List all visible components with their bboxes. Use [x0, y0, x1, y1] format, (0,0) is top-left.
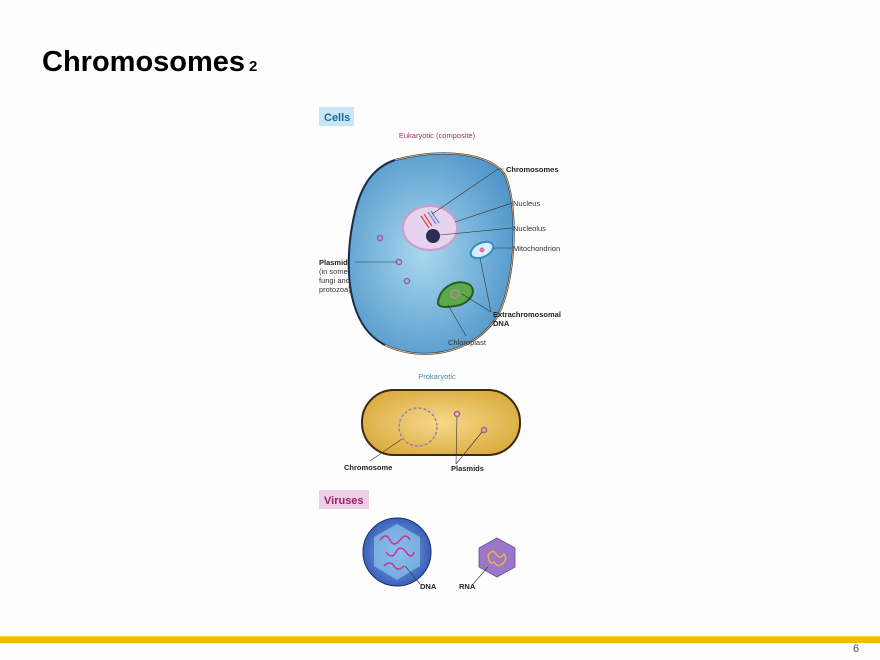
prokaryotic-title: Prokaryotic [418, 372, 456, 381]
svg-text:Cells: Cells [324, 112, 350, 124]
label-extrachromosomal: Extrachromosomal [493, 310, 561, 319]
viruses-heading: Viruses [319, 490, 369, 509]
prokaryotic-cell [361, 389, 521, 456]
label-rna: RNA [459, 582, 476, 591]
nucleolus [426, 229, 440, 243]
chloroplast [436, 281, 474, 308]
eukaryotic-title: Eukaryotic (composite) [399, 131, 476, 140]
label-chromosome: Chromosome [344, 463, 392, 472]
label-mitochondrion: Mitochondrion [513, 244, 560, 253]
label-nucleus: Nucleus [513, 199, 540, 208]
label-plasmid: Plasmid [319, 258, 348, 267]
title-text: Chromosomes [42, 46, 246, 78]
label-plasmid-note-3: protozoa) [319, 285, 351, 294]
label-plasmid-note-2: fungi and [319, 276, 350, 285]
label-chromosomes: Chromosomes [506, 165, 559, 174]
footer-accent-bar [0, 636, 880, 643]
chromosome-mark [420, 213, 433, 229]
label-plasmid-note-1: (in some [319, 267, 348, 276]
label-plasmids: Plasmids [451, 464, 484, 473]
nucleus [402, 205, 458, 251]
cells-heading: Cells [319, 107, 354, 126]
label-nucleolus: Nucleolus [513, 224, 546, 233]
label-chloroplast: Chloroplast [448, 338, 487, 347]
title-suffix: 2 [249, 58, 258, 75]
svg-text:Viruses: Viruses [324, 495, 364, 507]
page-number: 6 [853, 643, 860, 655]
label-dna: DNA [420, 582, 437, 591]
label-extrachromosomal-dna: DNA [493, 319, 510, 328]
